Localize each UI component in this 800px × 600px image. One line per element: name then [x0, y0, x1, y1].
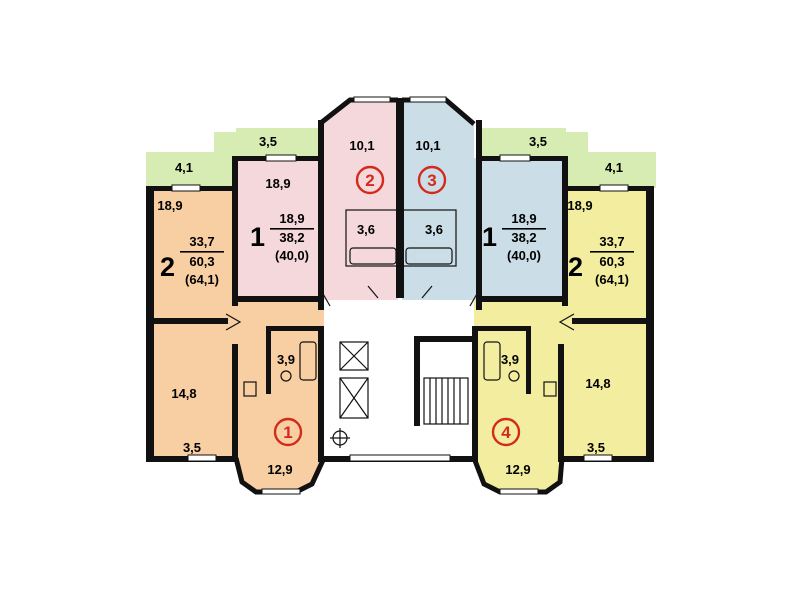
balcony-top-center-right — [478, 128, 566, 158]
unit-number: 1 — [283, 423, 292, 442]
unit-badges: 1 2 3 4 — [273, 165, 521, 447]
room-area-labels: 4,1 18,9 14,8 3,5 3,9 12,9 3,5 18,9 10,1… — [157, 134, 623, 477]
area-right-room-top: 18,9 — [567, 198, 592, 213]
stairs — [423, 377, 469, 425]
stair-core — [330, 341, 469, 448]
living-area: 33,7 — [189, 234, 214, 249]
total-with-balcony: (64,1) — [185, 272, 219, 287]
unit-2-fill — [236, 100, 398, 300]
apartment-summary-2: 1 18,9 38,2 (40,0) — [250, 211, 314, 263]
total-area: 38,2 — [279, 230, 304, 245]
windows — [171, 96, 629, 495]
area-center-left-kitchen: 10,1 — [349, 138, 374, 153]
balcony-top-left — [146, 132, 238, 188]
area-right-balcony-bottom: 3,5 — [587, 440, 605, 455]
area-left-balcony-top: 4,1 — [175, 160, 193, 175]
room-count: 2 — [160, 252, 175, 282]
living-area: 18,9 — [511, 211, 536, 226]
unit-1-fill — [150, 188, 324, 492]
area-right-bath: 3,9 — [501, 352, 519, 367]
area-center-right-balcony: 3,5 — [529, 134, 547, 149]
apartment-summary-1: 2 33,7 60,3 (64,1) — [160, 234, 224, 287]
area-left-balcony-bottom: 3,5 — [183, 440, 201, 455]
apartment-summary-4: 2 33,7 60,3 (64,1) — [568, 234, 634, 287]
room-count: 1 — [250, 222, 265, 252]
total-with-balcony: (40,0) — [275, 248, 309, 263]
living-area: 18,9 — [279, 211, 304, 226]
area-center-right-kitchen: 10,1 — [415, 138, 440, 153]
unit-number: 2 — [365, 171, 374, 190]
total-area: 38,2 — [511, 230, 536, 245]
unit-badge-2: 2 — [355, 165, 385, 195]
unit-4-fill — [474, 188, 650, 492]
living-area: 33,7 — [599, 234, 624, 249]
bathroom-fixtures — [243, 209, 557, 397]
balcony-top-right — [566, 132, 656, 188]
apartment-fills — [150, 100, 650, 492]
total-with-balcony: (64,1) — [595, 272, 629, 287]
unit-badge-3: 3 — [417, 165, 447, 195]
area-left-room-bottom: 14,8 — [171, 386, 196, 401]
area-right-room-bottom: 14,8 — [585, 376, 610, 391]
room-count: 1 — [482, 222, 497, 252]
unit-number: 4 — [501, 423, 511, 442]
area-center-left-bath: 3,6 — [357, 222, 375, 237]
door-arrows — [225, 285, 575, 331]
area-right-kitchen: 12,9 — [505, 462, 530, 477]
area-left-bath: 3,9 — [277, 352, 295, 367]
total-with-balcony: (40,0) — [507, 248, 541, 263]
room-count: 2 — [568, 252, 583, 282]
area-center-left-room: 18,9 — [265, 176, 290, 191]
area-right-balcony-top: 4,1 — [605, 160, 623, 175]
unit-badge-1: 1 — [273, 417, 303, 447]
total-area: 60,3 — [189, 254, 214, 269]
unit-number: 3 — [427, 171, 436, 190]
balcony-top-center-left — [236, 128, 318, 158]
area-center-right-bath: 3,6 — [425, 222, 443, 237]
area-left-room-top: 18,9 — [157, 198, 182, 213]
apartment-summary-3: 1 18,9 38,2 (40,0) — [482, 211, 546, 263]
unit-badge-4: 4 — [491, 417, 521, 447]
total-area: 60,3 — [599, 254, 624, 269]
area-left-kitchen: 12,9 — [267, 462, 292, 477]
area-center-left-balcony: 3,5 — [259, 134, 277, 149]
